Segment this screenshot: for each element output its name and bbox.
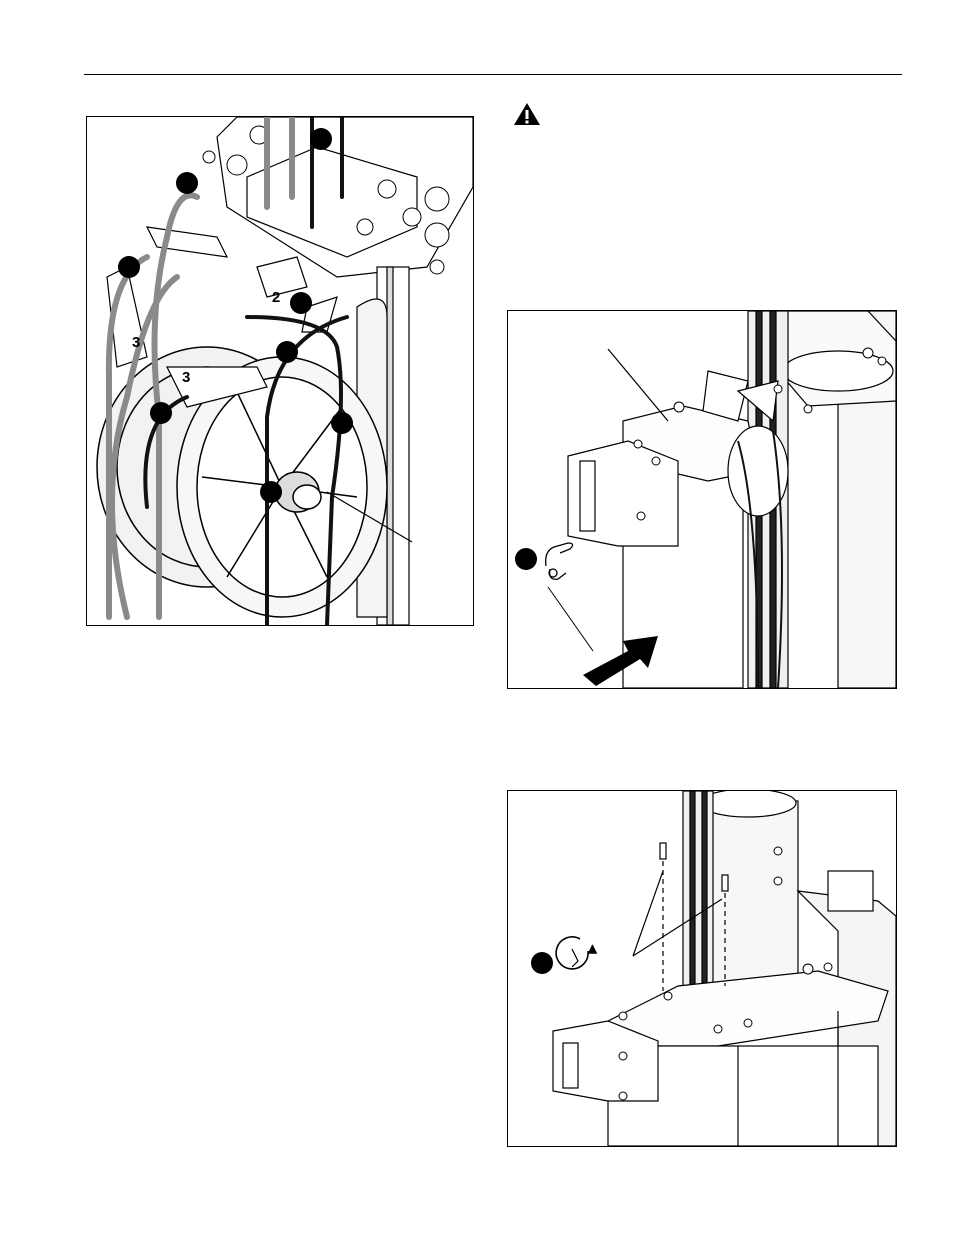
guide-digit-2: 2 bbox=[272, 289, 280, 306]
guide-digit-3b: 3 bbox=[182, 369, 190, 386]
screw-fastening-figure bbox=[507, 790, 897, 1147]
hand-icon bbox=[546, 543, 573, 579]
cable-routing-illustration: 2 3 3 bbox=[87, 117, 473, 625]
cable-routing-figure: 2 3 3 bbox=[86, 116, 474, 626]
warning-triangle-icon bbox=[513, 102, 541, 126]
cover-plate-figure bbox=[507, 310, 897, 689]
rotate-clockwise-icon bbox=[556, 937, 596, 969]
header-rule bbox=[84, 74, 902, 75]
guide-digit-3a: 3 bbox=[132, 334, 140, 351]
screw-fastening-illustration bbox=[508, 791, 896, 1146]
cover-plate-illustration bbox=[508, 311, 896, 688]
